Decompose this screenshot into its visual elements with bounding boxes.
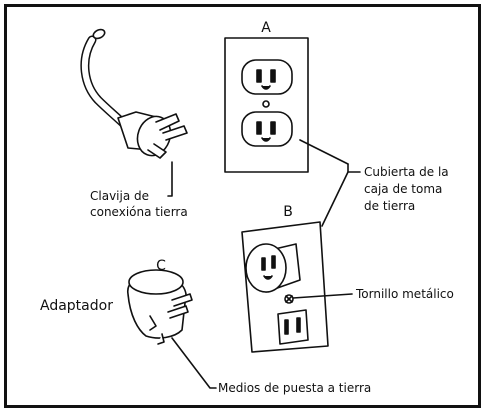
screw-leader-line <box>292 293 353 299</box>
cover-label-line1: Cubierta de la <box>364 165 449 179</box>
label-a: A <box>261 20 271 36</box>
cover-leader-join <box>347 163 361 173</box>
grounding-leader-line <box>171 337 217 389</box>
cover-leader-a <box>299 139 349 165</box>
diagram-frame <box>4 4 481 408</box>
adapter-illustration <box>127 269 193 345</box>
cover-label-line2: caja de toma <box>364 182 443 196</box>
screw-label: Tornillo metálico <box>356 287 454 301</box>
adapter-label: Adaptador <box>40 298 113 314</box>
cover-label-line3: de tierra <box>364 199 416 213</box>
outlet-a-illustration <box>224 37 309 173</box>
label-c: C <box>156 258 166 274</box>
label-b: B <box>283 204 293 220</box>
grounding-label: Medios de puesta a tierra <box>218 381 372 395</box>
cover-leader-b <box>321 171 349 227</box>
plug-label-line1: Clavija de <box>90 189 150 203</box>
plug-leader-line <box>167 161 173 197</box>
outlet-b-illustration <box>241 221 329 353</box>
plug-label-line2: conexióna tierra <box>90 205 188 219</box>
grounded-plug-illustration <box>80 28 188 159</box>
